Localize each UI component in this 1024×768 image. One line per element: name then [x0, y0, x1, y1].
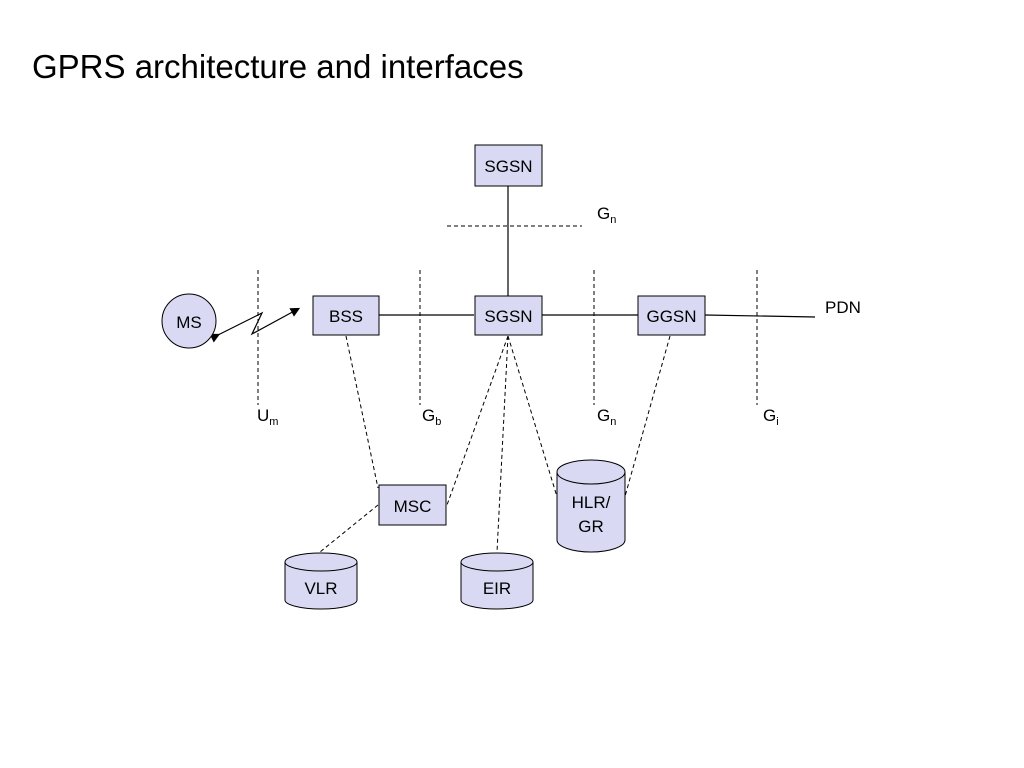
- sgsn-node: SGSN: [474, 295, 543, 336]
- interface-gn-top-main: G: [597, 204, 610, 223]
- interface-gb-main: G: [422, 406, 435, 425]
- interface-gn-top-sub: n: [610, 214, 616, 226]
- sgsn-top-label: SGSN: [484, 157, 532, 176]
- eir-database: EIR: [460, 552, 534, 610]
- msc-label: MSC: [394, 497, 432, 516]
- sgsn-top-node: SGSN: [474, 144, 543, 187]
- link-ggsn-hlr: [623, 335, 671, 501]
- interface-label-gb: Gb: [422, 406, 441, 428]
- page-title: GPRS architecture and interfaces: [32, 48, 524, 85]
- interface-um-main: U: [257, 406, 269, 425]
- interface-label-gn-top: Gn: [597, 204, 616, 226]
- link-sgsn-eir: [496, 335, 509, 553]
- vlr-label: VLR: [304, 579, 337, 598]
- interface-gb-sub: b: [435, 416, 441, 428]
- ggsn-label: GGSN: [646, 307, 696, 326]
- interface-label-um: Um: [257, 406, 278, 428]
- interface-gn-main: G: [597, 406, 610, 425]
- interface-gn-sub: n: [610, 416, 616, 428]
- ggsn-node: GGSN: [637, 295, 706, 336]
- vlr-database: VLR: [284, 552, 358, 610]
- interface-label-gi: Gi: [763, 406, 779, 428]
- msc-node: MSC: [378, 484, 447, 526]
- bss-node: BSS: [312, 295, 380, 336]
- eir-label: EIR: [483, 579, 511, 598]
- interface-gi-main: G: [763, 406, 776, 425]
- radio-link-zigzag: [209, 307, 301, 343]
- ms-node: MS: [161, 293, 217, 349]
- ms-label: MS: [176, 313, 202, 332]
- pdn-label: PDN: [825, 298, 861, 317]
- bss-label: BSS: [329, 307, 363, 326]
- interface-label-gn: Gn: [597, 406, 616, 428]
- hlr-label-line2: GR: [578, 517, 604, 536]
- hlr-label-line1: HLR/: [572, 493, 611, 512]
- link-sgsn-msc: [446, 335, 509, 506]
- link-sgsn-hlr: [507, 335, 559, 501]
- link-bss-msc: [345, 335, 379, 489]
- interface-um-sub: m: [269, 416, 278, 428]
- sgsn-label: SGSN: [484, 307, 532, 326]
- link-msc-vlr: [319, 504, 379, 553]
- hlr-gr-database: HLR/ GR: [556, 459, 626, 553]
- interface-gi-sub: i: [776, 416, 778, 428]
- link-ggsn-pdn: [704, 314, 816, 318]
